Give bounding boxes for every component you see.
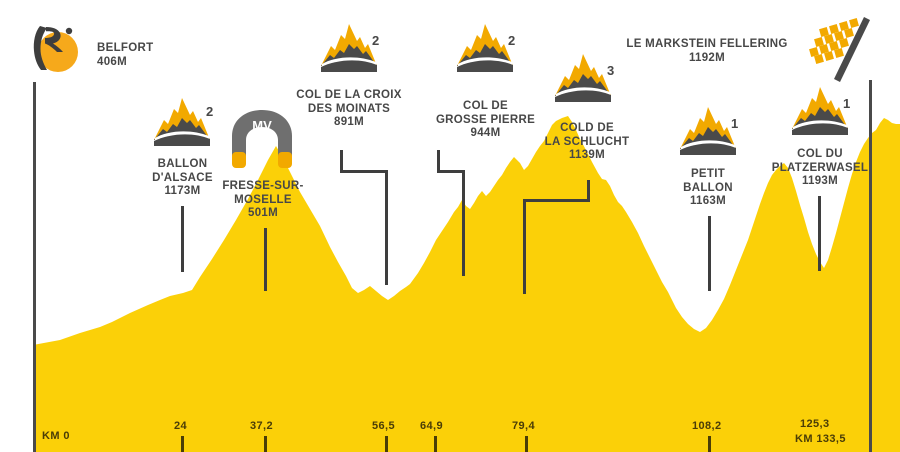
climb-label: COL DU PLATZERWASEL 1193M: [757, 148, 883, 189]
climb-name-line1: BALLON: [157, 158, 208, 170]
km-finish-label: KM 133,5: [795, 433, 846, 445]
km-tick-mark: [264, 436, 267, 452]
climb-name-line2: PLATZERWASEL: [771, 161, 869, 174]
climb-altitude: 1163M: [689, 195, 727, 207]
climb-name-line2: LA SCHLUCHT: [544, 135, 630, 148]
finish-name: LE MARKSTEIN FELLERING: [626, 38, 788, 50]
connector-line: [264, 228, 267, 291]
climb-category-value: 1: [843, 96, 851, 111]
km-tick-label: 37,2: [250, 420, 274, 432]
km-tick-label: 108,2: [692, 420, 722, 432]
climb-category-value: 2: [206, 104, 214, 119]
climb-label: BALLON D'ALSACE 1173M: [130, 158, 235, 199]
climb-name-line1: COL DU: [797, 148, 843, 160]
mountain-icon: [154, 98, 210, 146]
finish-line-marker: [869, 80, 872, 452]
climb-label: COL DE LA CROIX DES MOINATS 891M: [268, 89, 430, 130]
connector-line: [437, 170, 465, 173]
climb-category-value: 3: [607, 63, 615, 78]
km-tick-mark: [181, 436, 184, 452]
finish-label: LE MARKSTEIN FELLERING 1192M: [607, 38, 807, 65]
start-city-name: BELFORT: [97, 42, 154, 54]
km-tick-mark: [525, 436, 528, 452]
climb-altitude: 944M: [470, 127, 501, 139]
climb-category-value: 1: [731, 116, 739, 131]
connector-line: [818, 196, 821, 271]
sprint-name-line1: FRESSE-SUR-: [222, 180, 304, 192]
sprint-name-line2: MOSELLE: [234, 193, 292, 206]
km-tick-label: 24: [174, 420, 188, 432]
climb-label: PETIT BALLON 1163M: [662, 168, 754, 209]
connector-line: [181, 206, 184, 272]
climb-name-line2: D'ALSACE: [152, 171, 213, 184]
connector-line: [340, 150, 343, 172]
connector-line: [437, 150, 440, 172]
climb-name-line2: BALLON: [683, 181, 733, 194]
mountain-icon: [457, 24, 513, 72]
connector-line: [340, 170, 388, 173]
mountain-icon: [680, 107, 736, 155]
sprint-label: FRESSE-SUR- MOSELLE 501M: [208, 180, 318, 221]
climb-name-line1: COL DE: [462, 100, 509, 112]
climb-category-value: 2: [372, 33, 380, 48]
connector-line: [523, 199, 590, 202]
mountain-icon: [321, 24, 377, 72]
sprint-arch-icon: MV: [232, 110, 292, 168]
checkered-flag-icon: [809, 17, 870, 82]
km-tick-label: 79,4: [512, 420, 536, 432]
mountain-icon: [555, 54, 611, 102]
km-tick-label: 125,3: [800, 418, 830, 430]
start-label: BELFORT 406M: [97, 42, 153, 69]
km-start-label: KM 0: [42, 430, 70, 442]
climb-altitude: 1139M: [568, 149, 606, 161]
climb-name-line2: DES MOINATS: [307, 102, 391, 115]
elevation-area-path: [33, 116, 900, 452]
climb-altitude: 891M: [334, 116, 364, 128]
connector-line: [385, 170, 388, 285]
climb-category-value: 2: [508, 33, 516, 48]
mountain-icon: [792, 87, 848, 135]
climb-altitude: 1193M: [801, 175, 839, 187]
climb-altitude: 1173M: [164, 185, 201, 197]
start-altitude: 406M: [97, 55, 127, 68]
connector-line: [587, 180, 590, 202]
climb-label: COL DE GROSSE PIERRE 944M: [413, 100, 558, 141]
climb-name-line1: COLD DE: [560, 122, 614, 134]
sprint-altitude: 501M: [248, 207, 278, 219]
finish-altitude: 1192M: [688, 51, 726, 64]
km-tick-label: 64,9: [420, 420, 444, 432]
km-tick-mark: [434, 436, 437, 452]
km-tick-mark: [385, 436, 388, 452]
start-line-marker: [33, 82, 36, 452]
connector-line: [462, 170, 465, 276]
climb-name-line1: COL DE LA CROIX: [296, 89, 402, 101]
km-tick-label: 56,5: [372, 420, 396, 432]
climb-name-line2: GROSSE PIERRE: [435, 113, 536, 126]
tdf-cyclist-logo: [33, 26, 78, 72]
climb-name-line1: PETIT: [690, 168, 726, 180]
connector-line: [708, 216, 711, 291]
connector-line: [523, 199, 526, 294]
sprint-badge-text: MV: [252, 118, 272, 133]
climb-label: COLD DE LA SCHLUCHT 1139M: [528, 122, 646, 163]
km-tick-mark: [708, 436, 711, 452]
